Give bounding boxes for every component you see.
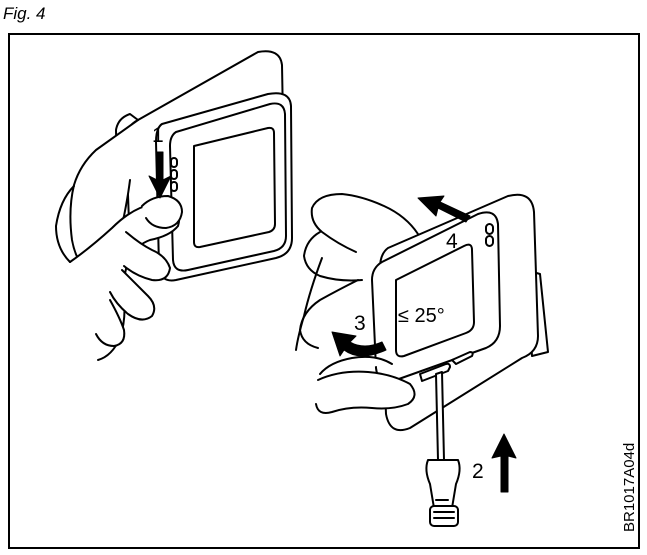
figure-frame: [8, 33, 640, 549]
step1-label: 1: [152, 124, 164, 147]
step4-label: 4: [446, 230, 458, 253]
step2-label: 2: [472, 460, 484, 483]
step3-arrow: [331, 331, 387, 357]
angle-label: ≤ 25°: [398, 305, 445, 327]
figure-title: Fig. 4: [3, 4, 46, 23]
right-thermostat: [371, 193, 549, 432]
step1-arrow: [148, 151, 172, 199]
figure-code: BR1017A04d: [621, 443, 638, 532]
step4-arrow: [417, 195, 471, 223]
left-hand: [55, 119, 183, 361]
right-hand: [295, 193, 419, 414]
step3-label: 3: [354, 312, 366, 335]
screwdriver: [425, 371, 461, 527]
step2-arrow: [491, 433, 517, 493]
